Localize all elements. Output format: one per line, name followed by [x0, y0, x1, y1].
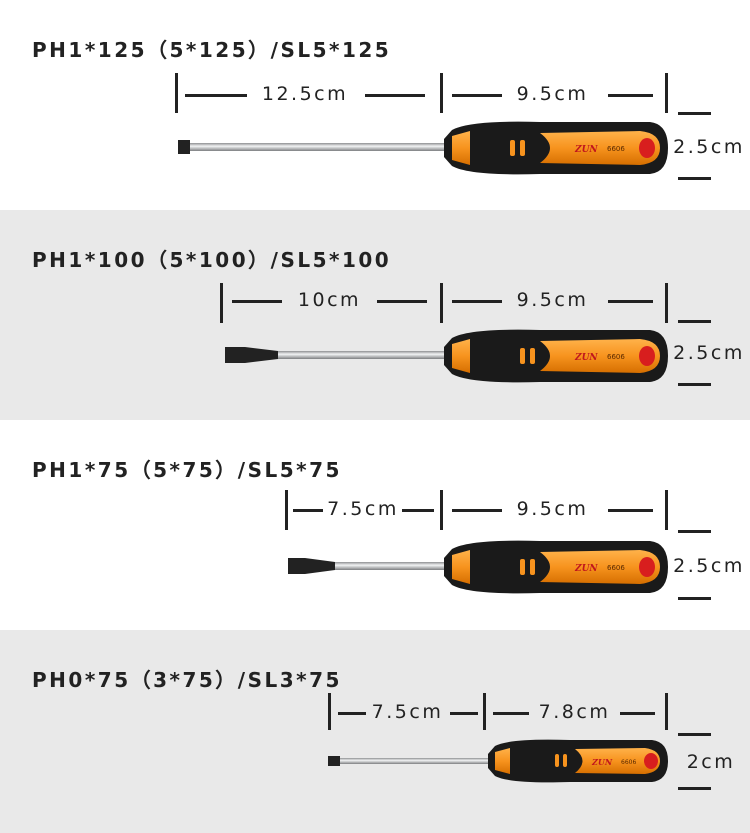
- dimension-line: [365, 94, 425, 97]
- dimension-tick: [440, 73, 443, 113]
- dimension-line: [452, 509, 502, 512]
- svg-text:6606: 6606: [607, 564, 625, 572]
- svg-text:ZUN: ZUN: [591, 757, 613, 767]
- handle-length-label: 9.5cm: [516, 83, 589, 105]
- dimension-tick: [440, 490, 443, 530]
- shaft-length-label: 7.5cm: [371, 701, 444, 723]
- dimension-tick: [285, 490, 288, 530]
- dimension-line: [293, 509, 323, 512]
- product-title: PH1*100（5*100）/SL5*100: [32, 248, 392, 272]
- dimension-tick: [175, 73, 178, 113]
- screwdriver-image: ZUN 6606: [178, 121, 668, 175]
- dimension-line: [452, 94, 502, 97]
- svg-text:6606: 6606: [607, 353, 625, 361]
- dimension-tick: [220, 283, 223, 323]
- svg-text:ZUN: ZUN: [574, 564, 598, 574]
- product-row-1: PH1*125（5*125）/SL5*125 12.5cm 9.5cm 2.5c…: [0, 0, 750, 210]
- svg-text:ZUN: ZUN: [574, 353, 598, 363]
- svg-text:ZUN: ZUN: [574, 145, 598, 155]
- product-row-3: PH1*75（5*75）/SL5*75 7.5cm 9.5cm 2.5cm ZU…: [0, 420, 750, 630]
- handle-length-label: 7.8cm: [538, 701, 611, 723]
- dimension-tick: [665, 283, 668, 323]
- handle-diameter-label: 2cm: [686, 751, 736, 773]
- dimension-line: [678, 530, 711, 533]
- shaft-length-label: 12.5cm: [261, 83, 349, 105]
- dimension-line: [678, 177, 711, 180]
- dimension-line: [678, 383, 711, 386]
- dimension-line: [185, 94, 247, 97]
- dimension-line: [377, 300, 427, 303]
- screwdriver-image: ZUN 6606: [328, 739, 668, 783]
- shaft-length-label: 7.5cm: [327, 498, 399, 520]
- product-title: PH0*75（3*75）/SL3*75: [32, 668, 342, 692]
- dimension-tick: [483, 693, 486, 730]
- dimension-line: [620, 712, 655, 715]
- svg-text:6606: 6606: [621, 759, 636, 766]
- dimension-line: [452, 300, 502, 303]
- product-row-2: PH1*100（5*100）/SL5*100 10cm 9.5cm 2.5cm …: [0, 210, 750, 420]
- product-title: PH1*75（5*75）/SL5*75: [32, 458, 342, 482]
- dimension-line: [450, 712, 478, 715]
- dimension-tick: [665, 73, 668, 113]
- dimension-line: [678, 112, 711, 115]
- product-title: PH1*125（5*125）/SL5*125: [32, 38, 392, 62]
- dimension-tick: [665, 693, 668, 730]
- dimension-tick: [665, 490, 668, 530]
- dimension-line: [608, 509, 653, 512]
- handle-diameter-label: 2.5cm: [673, 136, 745, 158]
- dimension-tick: [328, 693, 331, 730]
- dimension-line: [678, 787, 711, 790]
- dimension-line: [678, 733, 711, 736]
- handle-diameter-label: 2.5cm: [673, 342, 745, 364]
- dimension-line: [678, 597, 711, 600]
- screwdriver-image: ZUN 6606: [288, 540, 668, 594]
- handle-diameter-label: 2.5cm: [673, 555, 745, 577]
- shaft-length-label: 10cm: [297, 289, 362, 311]
- screwdriver-image: ZUN 6606: [225, 329, 668, 383]
- dimension-line: [232, 300, 282, 303]
- dimension-line: [678, 320, 711, 323]
- dimension-line: [402, 509, 434, 512]
- dimension-line: [338, 712, 366, 715]
- handle-length-label: 9.5cm: [516, 498, 589, 520]
- dimension-line: [608, 94, 653, 97]
- dimension-line: [493, 712, 529, 715]
- svg-text:6606: 6606: [607, 145, 625, 153]
- product-row-4: PH0*75（3*75）/SL3*75 7.5cm 7.8cm 2cm ZUN …: [0, 630, 750, 833]
- handle-length-label: 9.5cm: [516, 289, 589, 311]
- dimension-tick: [440, 283, 443, 323]
- dimension-line: [608, 300, 653, 303]
